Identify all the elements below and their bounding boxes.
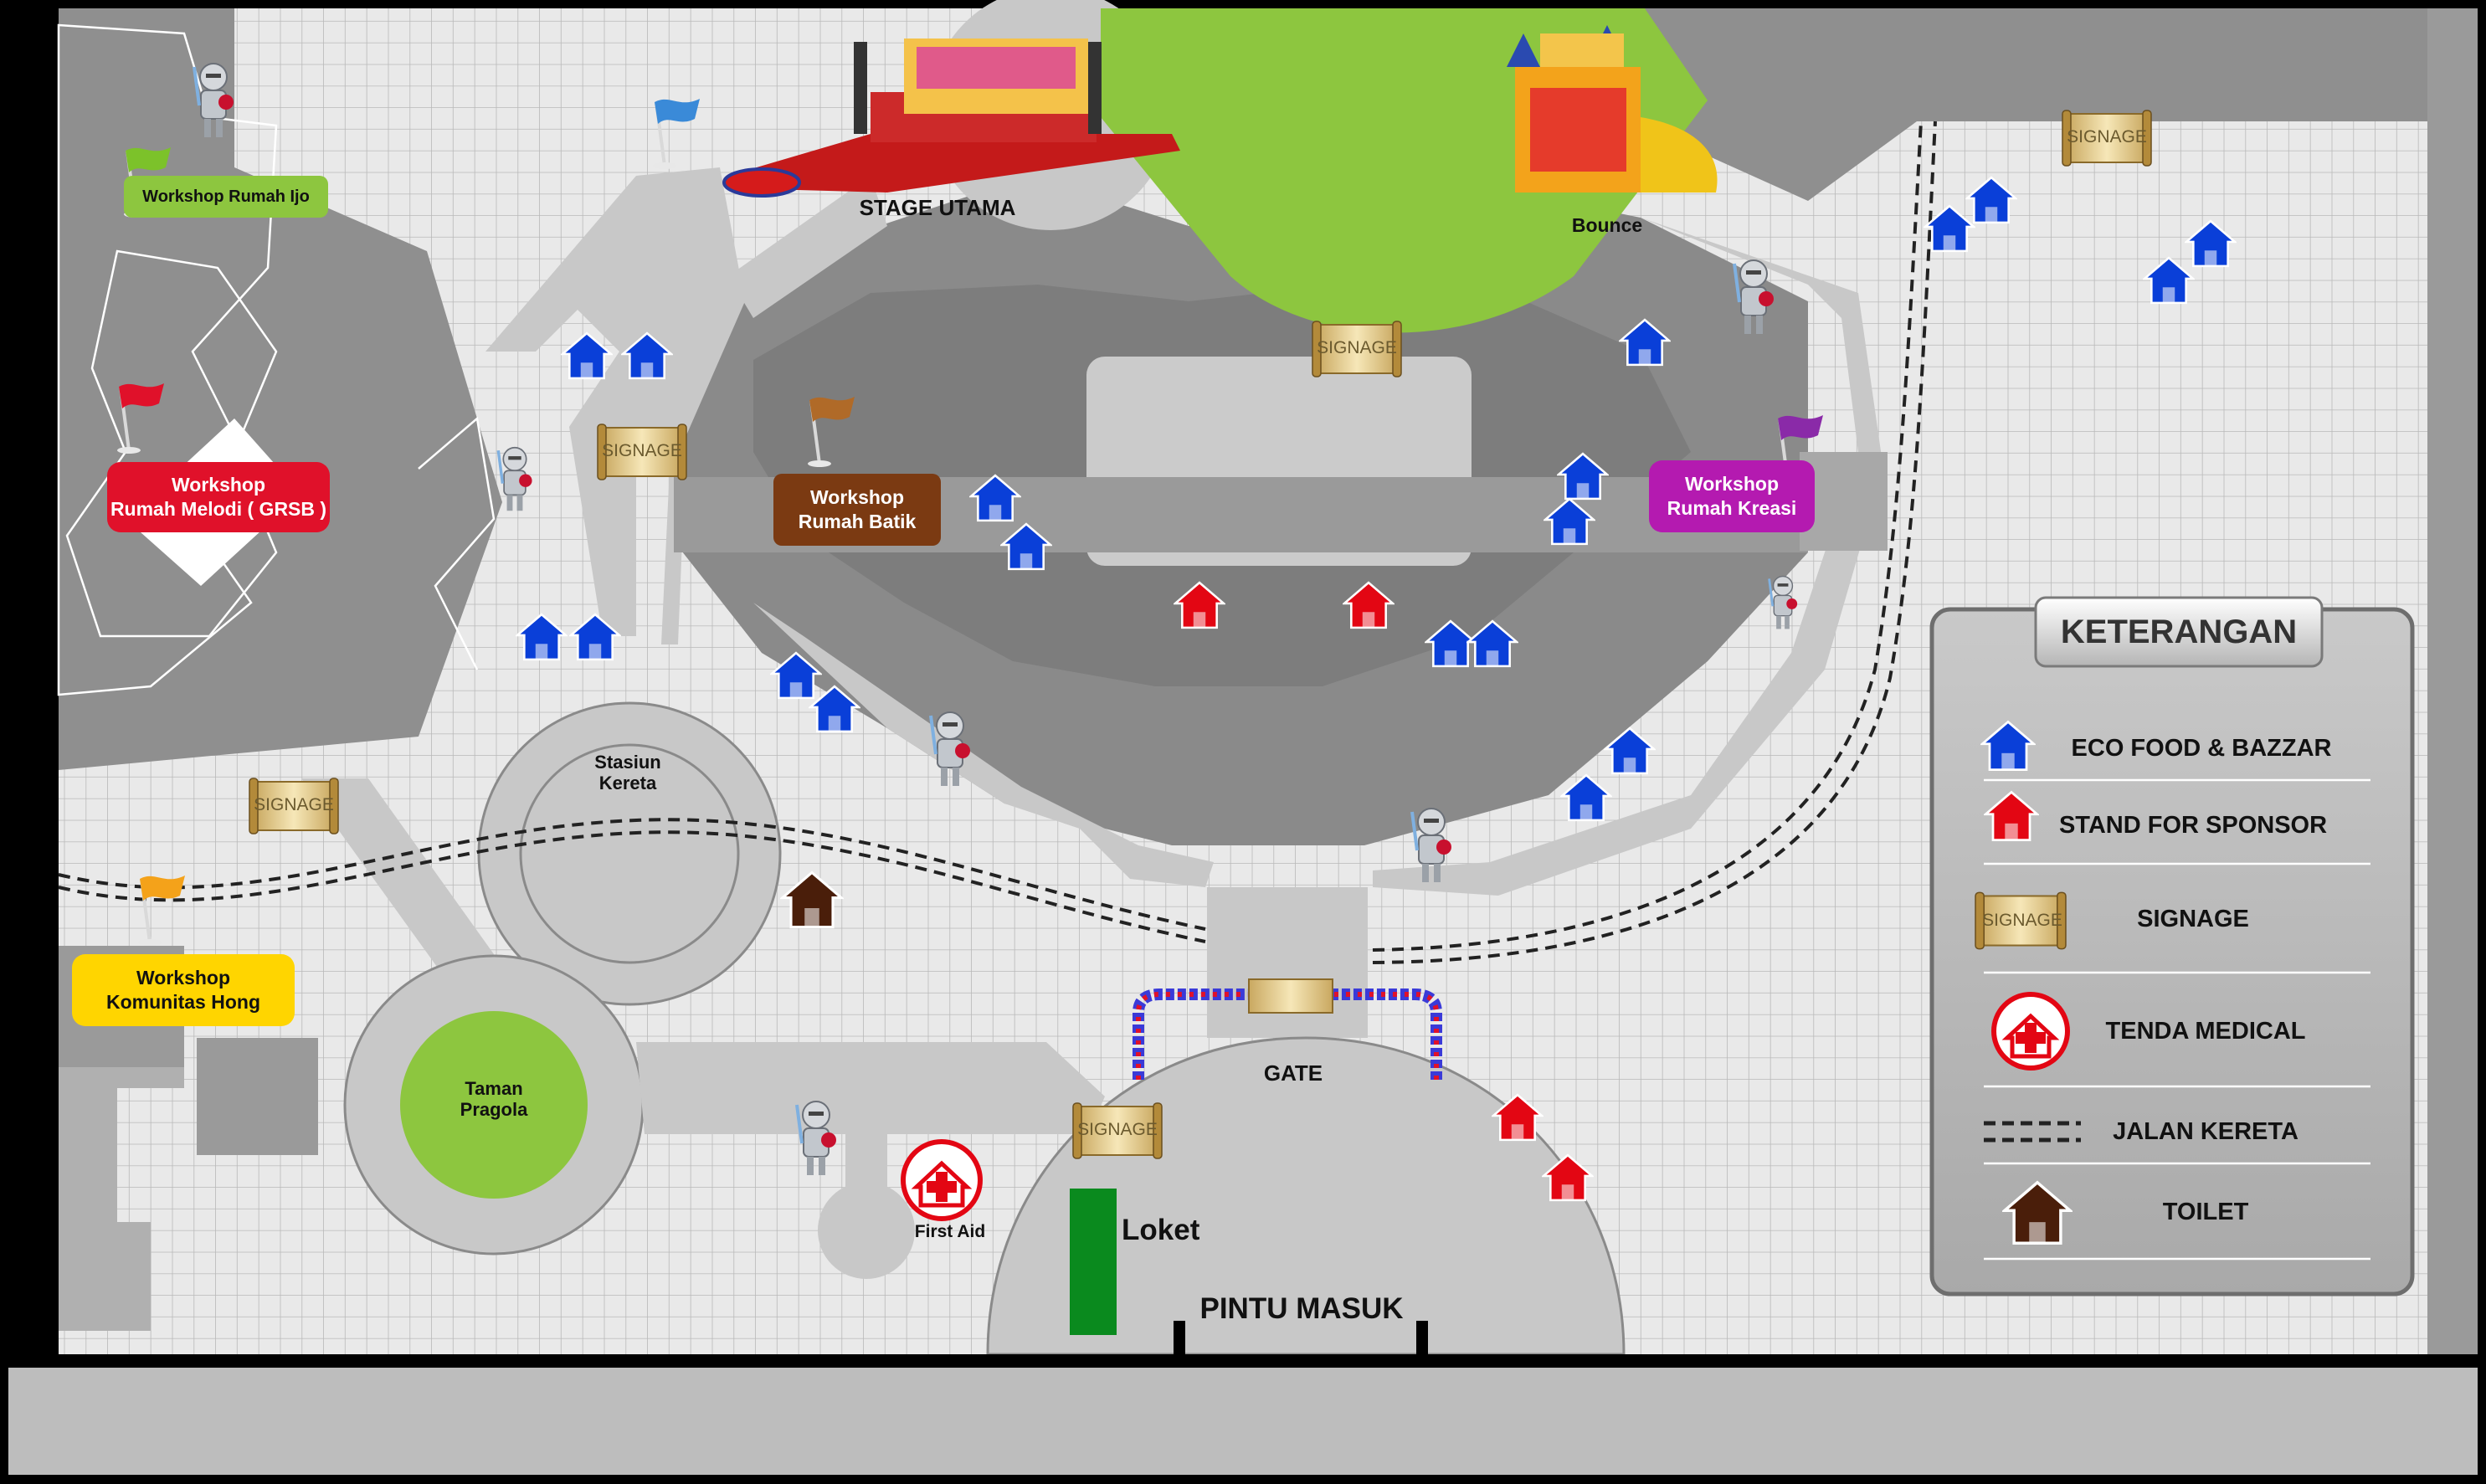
signage-marker: SIGNAGE (2061, 109, 2153, 167)
legend-panel (1929, 596, 2415, 1297)
entrance-label: PINTU MASUK (1199, 1292, 1404, 1325)
bounce-castle (1507, 25, 1718, 193)
walkway-left-down (569, 427, 636, 636)
gate-approach (1207, 887, 1368, 1038)
walkway-batik (674, 477, 1808, 552)
legend-title: KETERANGAN (2060, 614, 2298, 650)
signage-label: SIGNAGE (2067, 127, 2147, 146)
legend-item-label: STAND FOR SPONSOR (2058, 812, 2328, 839)
first-aid-icon (901, 1139, 983, 1221)
signage-label: SIGNAGE (254, 795, 334, 814)
signage-marker: SIGNAGE (596, 423, 688, 481)
signage-marker: SIGNAGE (248, 777, 340, 835)
legend-item-signage: SIGNAGE (2067, 906, 2319, 933)
train-station-label: Stasiun Kereta (594, 752, 661, 794)
park-label: Taman Pragola (460, 1078, 528, 1121)
walkway-bottom-left (636, 1042, 1105, 1134)
legend-item-sponsor: STAND FOR SPONSOR (2051, 812, 2335, 840)
legend-item-label: TOILET (2162, 1199, 2249, 1225)
walkway-batik-lower (753, 603, 1214, 887)
ticket-booth (1070, 1189, 1117, 1335)
workshop-batik-badge[interactable]: Workshop Rumah Batik (773, 474, 941, 546)
signage-label: SIGNAGE (602, 441, 682, 460)
signage-label: SIGNAGE (1077, 1120, 1158, 1139)
legend-item-medical: TENDA MEDICAL (2084, 1018, 2327, 1045)
legend-item-label: SIGNAGE (2137, 906, 2249, 932)
workshop-ijo-badge[interactable]: Workshop Rumah Ijo (124, 176, 328, 218)
upper-dark-zone (1641, 8, 2427, 201)
legend-item-eco-food: ECO FOOD & BAZZAR (2051, 735, 2352, 763)
gate-label: GATE (1263, 1060, 1323, 1086)
workshop-hong-badge[interactable]: Workshop Komunitas Hong (72, 954, 295, 1026)
bottom-road (8, 1368, 2478, 1475)
signage-label: SIGNAGE (1317, 338, 1397, 357)
bounce-label: Bounce (1571, 214, 1643, 236)
loket-label: Loket (1122, 1214, 1200, 1246)
legend-signage-icon-text: SIGNAGE (1975, 892, 2069, 951)
legend-item-train: JALAN KERETA (2084, 1118, 2327, 1146)
train-track (58, 818, 1206, 931)
workshop-kreasi-badge[interactable]: Workshop Rumah Kreasi (1649, 460, 1815, 532)
walkway-right (1373, 218, 1883, 896)
walkway-park-link (301, 778, 494, 988)
medical-tent-icon (1991, 992, 2070, 1071)
first-aid-label: First Aid (914, 1222, 986, 1241)
signage-marker: SIGNAGE (1311, 320, 1403, 378)
workshop-melodi-badge[interactable]: Workshop Rumah Melodi ( GRSB ) (107, 462, 330, 532)
train-track-icon (1984, 1121, 2081, 1143)
stage-label: STAGE UTAMA (859, 195, 1016, 220)
park-grass (400, 1011, 588, 1199)
legend-item-toilet: TOILET (2084, 1199, 2327, 1226)
entrance-gate (1133, 978, 1442, 1080)
legend-item-label: TENDA MEDICAL (2105, 1018, 2306, 1045)
train-station-area (477, 701, 782, 1006)
signage-marker: SIGNAGE (1071, 1101, 1163, 1160)
walkway-stage-link (728, 176, 887, 318)
main-stage (722, 39, 1180, 198)
legend-item-label: ECO FOOD & BAZZAR (2071, 735, 2332, 762)
first-aid-area (818, 1182, 915, 1279)
legend-item-label: JALAN KERETA (2113, 1118, 2299, 1145)
signage-label: SIGNAGE (1982, 911, 2062, 930)
